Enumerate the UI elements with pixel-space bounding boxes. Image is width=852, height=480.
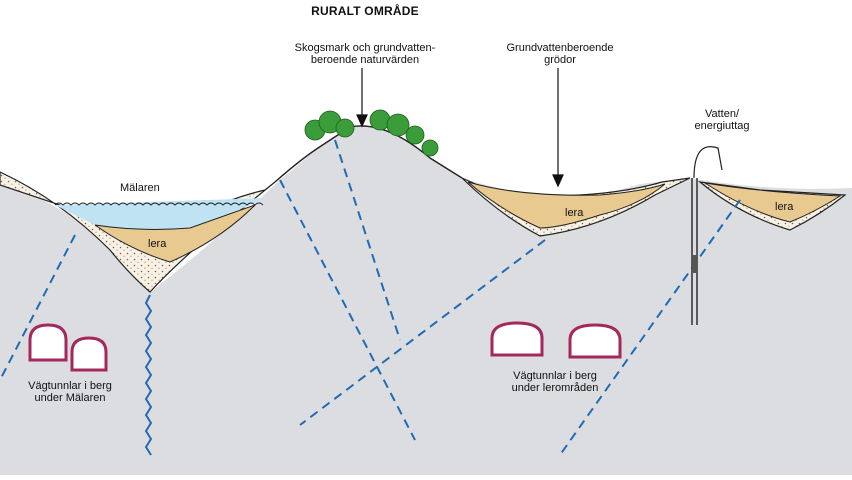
forest-label-line2: beroende naturvärden xyxy=(310,54,420,66)
lake-surface xyxy=(54,202,264,206)
water-energy-label: Vatten/ energiuttag xyxy=(682,108,762,132)
clay-layer-left xyxy=(94,204,256,263)
clay-layer-right xyxy=(704,182,842,223)
tunnel-left-label-line1: Vägtunnlar i berg xyxy=(28,380,112,392)
tunnel-right-label-line1: Vägtunnlar i berg xyxy=(513,370,597,382)
lake-label: Mälaren xyxy=(120,182,160,194)
forest-label-line1: Skogsmark och grundvatten- xyxy=(294,42,436,54)
tunnel-right-label: Vägtunnlar i berg under lerområden xyxy=(485,370,625,394)
arrow-down-icon xyxy=(356,68,564,188)
water-energy-label-line2: energiuttag xyxy=(694,120,750,132)
crops-label-line1: Grundvattenberoende xyxy=(506,42,614,54)
tunnel-right-label-line2: under lerområden xyxy=(511,382,599,394)
bedrock xyxy=(0,125,852,476)
tree-cluster-icon xyxy=(304,109,439,157)
crops-label: Grundvattenberoende grödor xyxy=(490,42,630,66)
forest-label: Skogsmark och grundvatten- beroende natu… xyxy=(270,42,460,66)
fracture-zones xyxy=(0,139,741,456)
tunnel-left-label-line2: under Mälaren xyxy=(34,392,106,404)
clay-label-right: lera xyxy=(775,201,794,213)
tunnel-portal-icon xyxy=(490,321,622,359)
clay-label-left: lera xyxy=(148,238,167,250)
clay-layer-middle xyxy=(467,181,666,229)
clay-label-middle: lera xyxy=(565,207,584,219)
well-pipe-icon xyxy=(691,146,723,325)
fracture-wavy xyxy=(144,294,153,456)
water-energy-label-line1: Vatten/ xyxy=(704,108,740,120)
lake-water xyxy=(55,198,265,230)
crops-label-line2: grödor xyxy=(544,54,576,66)
page-title: RURALT OMRÅDE xyxy=(311,4,419,18)
tunnel-portal-icon xyxy=(28,323,108,372)
tunnel-left-label: Vägtunnlar i berg under Mälaren xyxy=(10,380,130,404)
